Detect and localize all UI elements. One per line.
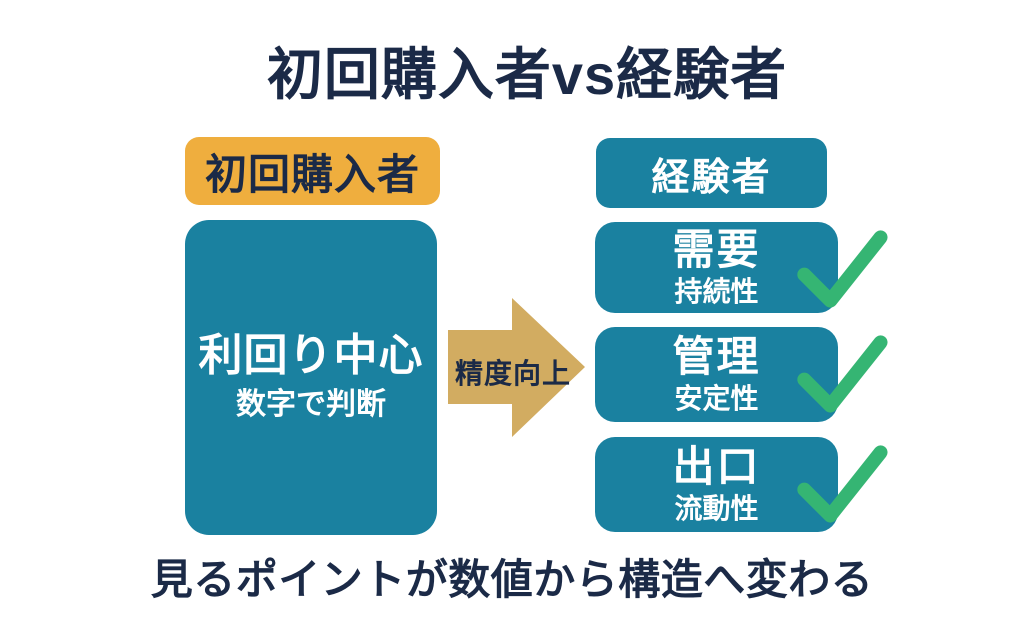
item-sub-label: 安定性 [674,382,759,414]
first-buyer-detail-box: 利回り中心 数字で判断 [185,220,437,535]
arrow-label: 精度向上 [454,358,571,389]
comparison-item-demand: 需要 持続性 [595,222,888,313]
first-buyer-main-label: 利回り中心 [198,330,424,380]
experienced-header-label: 経験者 [651,156,772,199]
checkmark-icon [797,230,888,308]
experienced-header-box: 経験者 [596,138,827,208]
comparison-item-exit: 出口 流動性 [595,437,888,532]
comparison-item-management: 管理 安定性 [595,327,888,422]
item-main-label: 出口 [672,443,761,491]
item-sub-label: 持続性 [674,275,759,307]
checkmark-icon [797,445,888,523]
item-main-label: 管理 [672,333,761,381]
page-title: 初回購入者vs経験者 [266,43,788,106]
item-sub-label: 流動性 [674,492,759,524]
first-buyer-sub-label: 数字で判断 [236,388,386,422]
footer-text: 見るポイントが数値から構造へ変わる [150,556,874,603]
first-buyer-header-box: 初回購入者 [185,137,440,205]
checkmark-icon [797,335,888,413]
item-main-label: 需要 [672,226,761,274]
arrow-right-icon [448,298,585,437]
first-buyer-header-label: 初回購入者 [204,150,420,198]
